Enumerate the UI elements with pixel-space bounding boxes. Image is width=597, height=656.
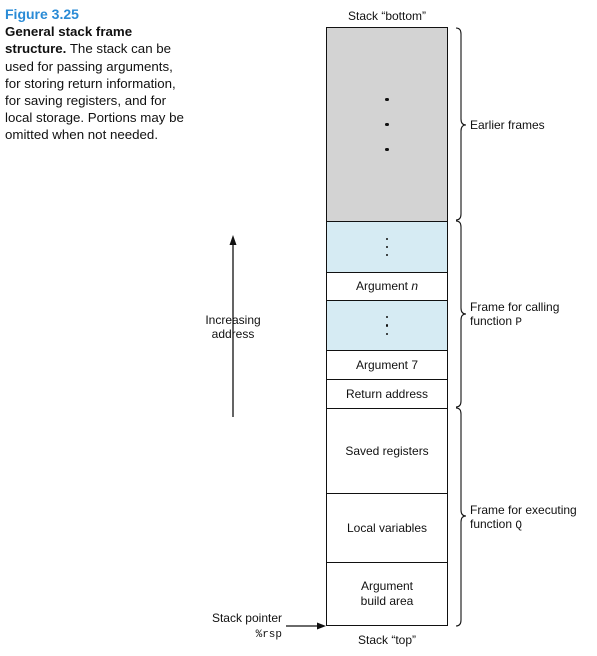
saved-registers-label: Saved registers	[345, 443, 429, 458]
increasing-address-arrow	[229, 235, 237, 417]
return-address-label: Return address	[345, 386, 429, 401]
arguments-region-upper	[327, 221, 447, 272]
local-variables-label: Local variables	[346, 520, 428, 535]
figure-title: General stack frame structure.	[5, 24, 133, 57]
saved-registers-cell: Saved registers	[327, 408, 447, 493]
earlier-frames-region	[327, 28, 447, 221]
argument-7-cell: Argument 7	[327, 350, 447, 379]
ellipsis-dots	[385, 237, 389, 257]
stack-pointer-label: Stack pointer%rsp	[211, 611, 282, 641]
stack-pointer-arrow	[286, 622, 326, 630]
rsp-register: %rsp	[255, 629, 282, 641]
figure-number: Figure 3.25	[5, 6, 79, 22]
stack-top-label: Stack “top”	[357, 633, 417, 647]
figure-caption: Figure 3.25 General stack frame structur…	[5, 6, 185, 144]
ellipsis-dots	[385, 97, 389, 152]
argument-n-cell: Argument n	[327, 272, 447, 300]
caption-text: The stack can be used for passing argume…	[5, 41, 184, 143]
earlier-frames-label: Earlier frames	[470, 118, 545, 132]
stack-diagram: Argument n Argument 7 Return address Sav…	[326, 27, 448, 626]
argument-7-label: Argument 7	[355, 357, 419, 372]
ellipsis-dots	[385, 316, 389, 335]
return-address-cell: Return address	[327, 379, 447, 408]
local-variables-cell: Local variables	[327, 493, 447, 562]
stack-bottom-label: Stack “bottom”	[347, 9, 427, 23]
argument-n-label: Argument n	[355, 279, 419, 293]
earlier-frames-brace	[455, 27, 467, 221]
executing-frame-brace	[455, 407, 467, 627]
arguments-region-lower	[327, 300, 447, 350]
caption-body: General stack frame structure. The stack…	[5, 23, 185, 143]
calling-frame-brace	[455, 220, 467, 408]
